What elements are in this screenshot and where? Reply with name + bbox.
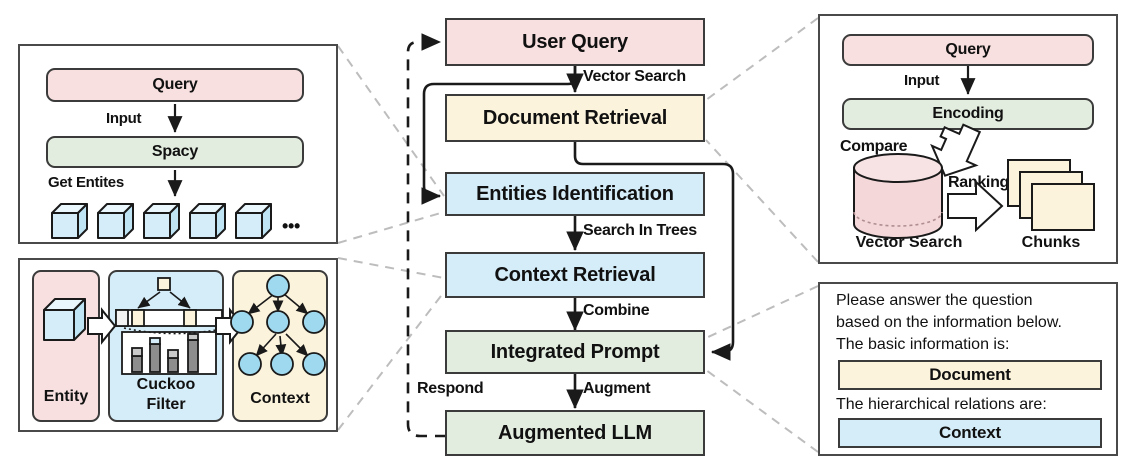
- panel2-filter-label-line2: Filter: [146, 396, 186, 413]
- entity-cube: [235, 203, 272, 239]
- edge-llm-userquery-respond: [406, 33, 446, 438]
- callout-line-prompt-top: [705, 285, 819, 339]
- panel3-chunks-label: Chunks: [1021, 234, 1081, 251]
- panel4-line-4: The hierarchical relations are:: [836, 396, 1047, 413]
- edge-label-vector-search: Vector Search: [583, 68, 686, 85]
- panel-vector-search: Query Input Encoding Compare Ranking Vec…: [818, 14, 1118, 264]
- callout-line-cuckoo-top: [337, 257, 445, 279]
- callout-line-vector-bottom: [705, 139, 819, 263]
- node-user-query[interactable]: User Query: [445, 18, 705, 66]
- panel3-input-label: Input: [904, 72, 940, 89]
- callout-line-prompt-bottom: [705, 369, 819, 453]
- callout-line-vector-top: [705, 17, 819, 101]
- node-context-retrieval[interactable]: Context Retrieval: [445, 252, 705, 298]
- vector-db-cylinder: [853, 153, 943, 239]
- node-entities-identification[interactable]: Entities Identification: [445, 172, 705, 216]
- panel1-spacy-box[interactable]: Spacy: [46, 136, 304, 168]
- callout-line-cuckoo-bottom: [337, 291, 445, 431]
- panel2-entity-zone: [32, 270, 100, 422]
- entity-cube: [143, 203, 180, 239]
- panel4-line-3: The basic information is:: [836, 336, 1010, 353]
- panel-cuckoo-filter: Entity Cuckoo Filter Context: [18, 258, 338, 432]
- panel2-entity-label: Entity: [43, 388, 89, 405]
- edge-label-augment: Augment: [583, 380, 651, 397]
- edge-label-combine: Combine: [583, 302, 650, 319]
- node-augmented-llm[interactable]: Augmented LLM: [445, 410, 705, 456]
- panel1-input-label: Input: [106, 110, 142, 127]
- edge-label-search-in-trees: Search In Trees: [583, 222, 697, 239]
- panel3-ranking-label: Ranking: [948, 174, 1010, 191]
- callout-line-entity-bottom: [337, 211, 445, 244]
- entity-cube: [51, 203, 88, 239]
- entity-cube: [189, 203, 226, 239]
- panel3-query-box[interactable]: Query: [842, 34, 1094, 66]
- panel4-line-2: based on the information below.: [836, 314, 1062, 331]
- node-document-retrieval[interactable]: Document Retrieval: [445, 94, 705, 142]
- panel-entity-extraction: Query Input Spacy Get Entites: [18, 44, 338, 244]
- panel1-get-entities-label: Get Entites: [48, 174, 124, 191]
- panel3-encoding-box[interactable]: Encoding: [842, 98, 1094, 130]
- panel3-vector-search-label: Vector Search: [855, 234, 963, 251]
- panel2-context-label: Context: [250, 390, 310, 407]
- panel-prompt-template: Please answer the question based on the …: [818, 282, 1118, 456]
- edge-label-respond: Respond: [417, 380, 484, 397]
- chunk-stack: [1007, 159, 1095, 231]
- node-integrated-prompt[interactable]: Integrated Prompt: [445, 330, 705, 374]
- panel2-filter-label-line1: Cuckoo: [136, 376, 196, 393]
- panel4-document-box[interactable]: Document: [838, 360, 1102, 390]
- panel1-query-box[interactable]: Query: [46, 68, 304, 102]
- panel4-line-1: Please answer the question: [836, 292, 1033, 309]
- panel4-context-box[interactable]: Context: [838, 418, 1102, 448]
- entity-cube: [97, 203, 134, 239]
- panel1-ellipsis: •••: [282, 216, 301, 236]
- panel3-compare-label: Compare: [840, 138, 908, 155]
- callout-line-entity-top: [337, 45, 445, 197]
